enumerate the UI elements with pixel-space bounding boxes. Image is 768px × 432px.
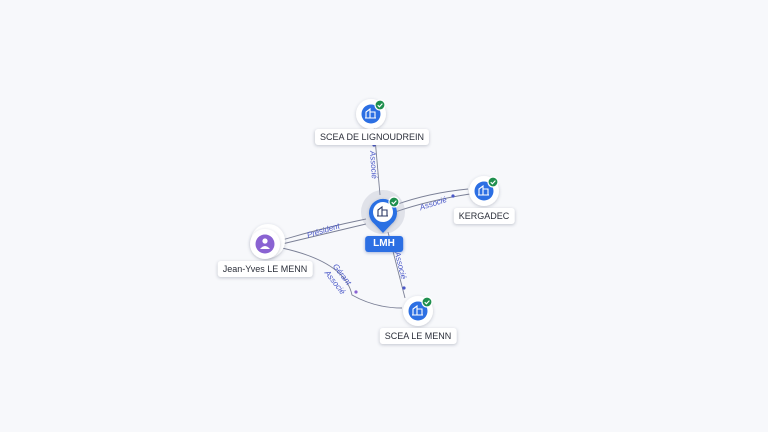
- edge-lmh-kergadec-return[interactable]: [394, 188, 469, 206]
- building-icon: [365, 107, 376, 119]
- node-core: [408, 301, 428, 321]
- edge-marker: [354, 290, 358, 294]
- node-lmh[interactable]: [361, 190, 405, 234]
- edge-label-lemenn: Associé: [392, 250, 408, 281]
- building-icon: [412, 304, 423, 316]
- edge-label-president: Président: [306, 221, 342, 240]
- node-label-jean-yves-le-menn[interactable]: Jean-Yves LE MENN: [217, 261, 313, 277]
- node-scea-le-menn[interactable]: [403, 296, 433, 326]
- node-scea-de-lignoudrein[interactable]: [356, 99, 386, 129]
- building-icon: [478, 184, 489, 196]
- building-icon: [377, 205, 388, 217]
- edge-jean-yves-lmh-return[interactable]: [281, 223, 367, 245]
- edge-label-lignoudrein: Associé: [368, 150, 379, 180]
- node-core: [255, 234, 275, 254]
- node-core: [373, 202, 393, 222]
- node-label-lmh[interactable]: LMH: [365, 236, 403, 252]
- edge-marker: [402, 286, 406, 290]
- edge-lmh-kergadec[interactable]: [394, 193, 471, 213]
- node-jean-yves-le-menn[interactable]: [250, 224, 285, 259]
- verified-badge: [374, 99, 386, 111]
- person-icon: [260, 238, 270, 249]
- check-icon: [424, 300, 430, 305]
- node-label-kergadec[interactable]: KERGADEC: [453, 208, 515, 224]
- verified-badge: [421, 296, 433, 308]
- node-core: [474, 181, 494, 201]
- verified-badge: [487, 176, 499, 188]
- edge-label-kergadec: Associé: [418, 195, 449, 213]
- edge-marker: [451, 194, 455, 198]
- node-label-scea-le-menn[interactable]: SCEA LE MENN: [379, 328, 457, 344]
- check-icon: [391, 200, 397, 205]
- edge-jean-yves-lmh[interactable]: [281, 218, 367, 241]
- edge-jean-yves-scea-le-menn[interactable]: [281, 247, 403, 309]
- edge-markers: [354, 143, 455, 294]
- check-icon: [490, 180, 496, 185]
- verified-badge: [388, 196, 400, 208]
- node-label-scea-de-lignoudrein[interactable]: SCEA DE LIGNOUDREIN: [314, 129, 430, 145]
- node-kergadec[interactable]: [469, 176, 499, 206]
- check-icon: [377, 103, 383, 108]
- node-core: [361, 104, 381, 124]
